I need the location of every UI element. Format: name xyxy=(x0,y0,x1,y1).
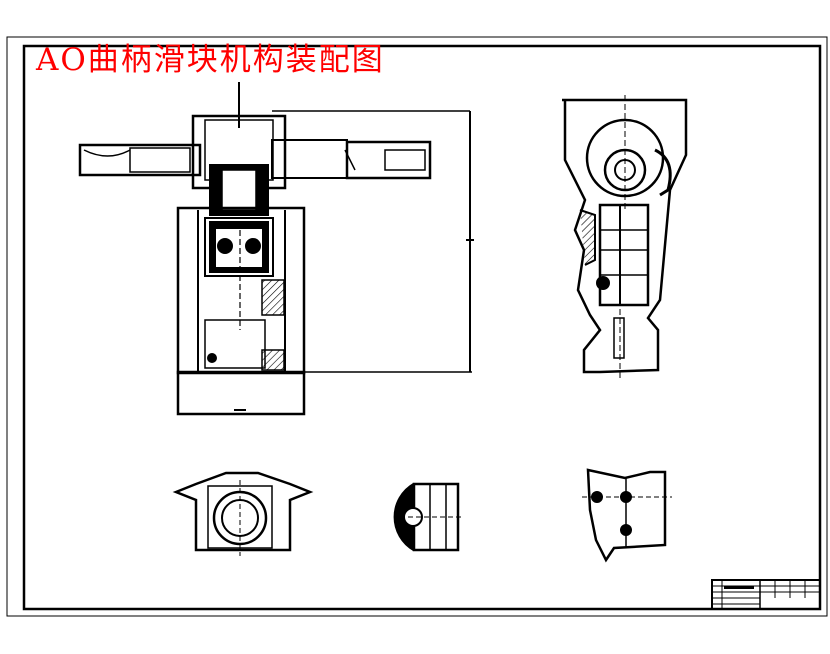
side-view xyxy=(562,95,688,378)
front-view xyxy=(78,82,474,416)
inner-drawing-frame xyxy=(22,44,822,611)
drawing-title: AO曲柄滑块机构装配图 xyxy=(36,42,385,78)
bottom-view-right xyxy=(582,468,672,563)
bottom-view-center xyxy=(393,482,462,552)
title-block xyxy=(711,579,821,610)
outer-sheet-border xyxy=(6,36,828,617)
bottom-view-left xyxy=(172,471,314,556)
